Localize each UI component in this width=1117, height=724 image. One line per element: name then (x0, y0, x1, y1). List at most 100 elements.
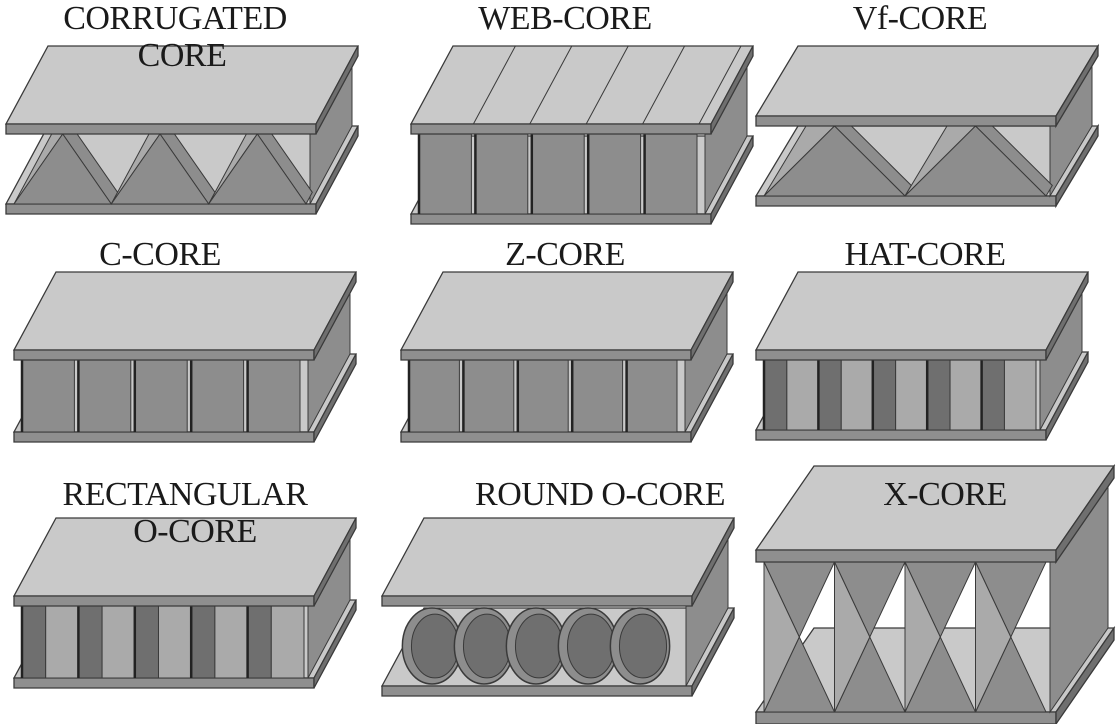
top-plate-seam (529, 45, 573, 125)
core-cell (247, 359, 301, 433)
panel-corrugated (4, 45, 360, 215)
core-cell (134, 605, 159, 679)
core-cell (474, 133, 529, 215)
core-z (407, 281, 728, 433)
core-web (13, 133, 113, 205)
panel-z (399, 271, 735, 443)
bottom-plate-side (690, 353, 734, 443)
core-cell (517, 359, 569, 433)
core-cell (926, 359, 951, 431)
core-cell (981, 359, 1005, 431)
tube-inner (618, 613, 668, 679)
panel-svg-rect (12, 517, 358, 689)
panel-c (12, 271, 358, 443)
panel-x (754, 463, 1116, 724)
panel-round (380, 517, 736, 697)
core-rect (20, 527, 351, 679)
top-plate-front (13, 595, 315, 607)
core-web (110, 133, 210, 205)
core-cell (872, 359, 897, 431)
panel-hat (754, 271, 1090, 441)
core-cell (45, 605, 79, 679)
core-cell (408, 359, 460, 433)
core-c (20, 281, 351, 433)
core-cell (157, 605, 192, 679)
bottom-plate-side (313, 599, 357, 689)
bottom-plate-side (1055, 625, 1115, 724)
core-cell (247, 605, 272, 679)
bottom-plate-front (381, 685, 693, 697)
top-plate-side (315, 45, 359, 135)
top-plate-side (313, 517, 357, 607)
tube-inner (462, 613, 512, 679)
core-cell (587, 133, 642, 215)
top-plate-seam (642, 45, 686, 125)
core-cell (817, 359, 842, 431)
core-cell (270, 605, 305, 679)
top-plate-front (755, 115, 1057, 127)
bottom-plate-front (13, 677, 315, 689)
bottom-plate-side (313, 353, 357, 443)
core-cell (840, 359, 874, 431)
top-plate-side (710, 45, 754, 135)
core-cell (786, 359, 819, 431)
panel-vf (754, 43, 1100, 209)
panel-svg-round (380, 517, 736, 697)
bottom-plate-front (755, 711, 1057, 724)
top-plate-top (754, 271, 1090, 351)
core-web (834, 561, 871, 713)
core-cell (1003, 359, 1037, 431)
panel-web (409, 45, 755, 225)
core-cell (531, 133, 585, 215)
bottom-plate-front (410, 213, 712, 225)
top-plate-side (690, 271, 734, 361)
top-plate-top (409, 45, 755, 125)
core-round (401, 527, 729, 687)
core-x (763, 476, 1109, 714)
bottom-plate-front (400, 431, 692, 443)
panel-svg-web (409, 45, 755, 225)
top-plate-front (5, 123, 317, 135)
top-plate-seam (472, 45, 516, 125)
top-plate-side (1055, 43, 1099, 129)
top-plate-top (754, 45, 1100, 117)
panel-svg-c (12, 271, 358, 443)
top-plate-front (400, 349, 692, 361)
core-web (903, 125, 1048, 197)
top-plate-side (1055, 463, 1115, 565)
top-plate-side (1045, 271, 1089, 361)
core-web (207, 133, 307, 205)
tube-inner (410, 613, 460, 679)
top-plate-side (691, 517, 735, 607)
tube-inner (566, 613, 616, 679)
core-cell (21, 605, 47, 679)
core-web (975, 561, 1012, 713)
top-plate-side (313, 271, 357, 361)
label-rectangular-o-core: RECTANGULAR O-CORE (62, 476, 308, 550)
top-plate-top (380, 517, 736, 597)
core-cell (134, 359, 188, 433)
label-web-core: WEB-CORE (478, 0, 652, 37)
top-plate-front (410, 123, 712, 135)
label-hat-core: HAT-CORE (844, 236, 1007, 273)
core-cell (77, 605, 103, 679)
core-web (904, 561, 941, 713)
core-cell (626, 359, 678, 433)
core-cell (644, 133, 698, 215)
top-plate-top (12, 271, 358, 351)
bottom-plate-front (755, 195, 1057, 207)
core-web (763, 561, 800, 713)
panel-svg-x (754, 463, 1116, 724)
top-plate-front (381, 595, 693, 607)
label-round-o-core: ROUND O-CORE (475, 476, 725, 513)
panel-svg-vf (754, 43, 1100, 209)
tube-inner (514, 613, 564, 679)
core-hat (762, 281, 1083, 431)
bottom-plate-side (691, 607, 735, 697)
label-x-core: X-CORE (883, 476, 1007, 513)
core-cell (949, 359, 983, 431)
core-cell (21, 359, 75, 433)
panel-svg-corrugated (4, 45, 360, 215)
panel-svg-hat (754, 271, 1090, 441)
core-cell (462, 359, 515, 433)
